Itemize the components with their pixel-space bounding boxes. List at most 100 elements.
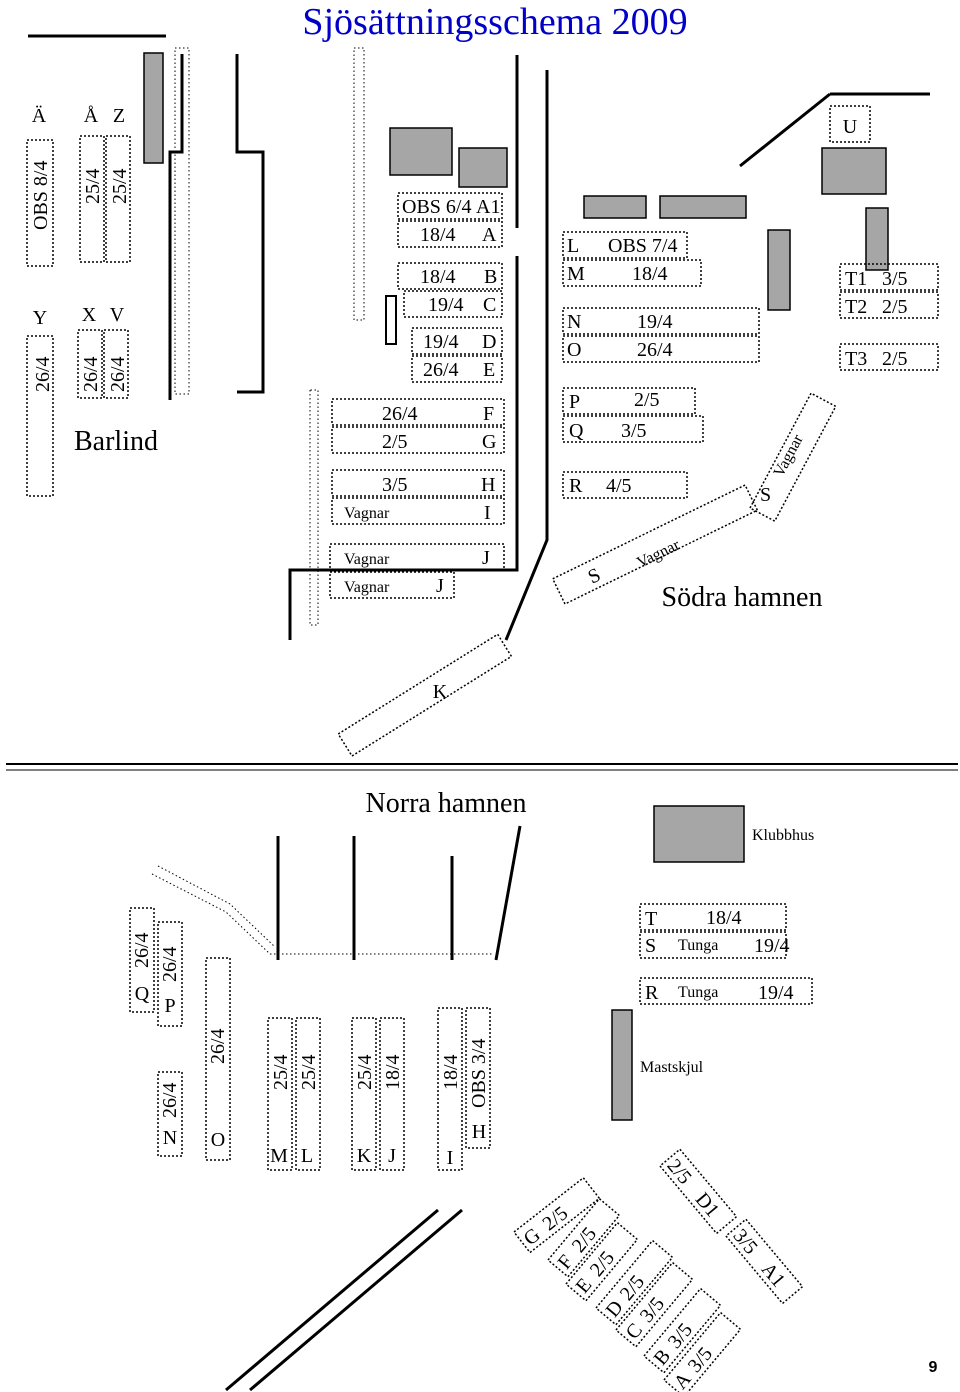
berth-s2-date: Vagnar	[771, 431, 808, 480]
nberth-c-label: C	[622, 1319, 647, 1343]
berth-y-label: Y	[33, 307, 47, 329]
nberth-n[interactable]	[157, 1071, 183, 1157]
berth-k-label: K	[433, 681, 448, 703]
berth-t1-label: T1	[845, 268, 867, 290]
nberth-c-date: 3/5	[636, 1293, 669, 1327]
nberth-d1[interactable]: 2/5 D1	[658, 1148, 738, 1235]
berth-h-label: H	[481, 474, 495, 496]
grey-block-l2	[659, 195, 747, 219]
grey-block-f	[458, 147, 508, 188]
berth-n[interactable]	[562, 307, 760, 335]
berth-r[interactable]	[562, 471, 688, 499]
berth-o[interactable]	[562, 335, 760, 363]
berth-j2-date: Vagnar	[344, 579, 390, 596]
nberth-m-date: 25/4	[270, 1054, 292, 1090]
berth-j2-label: J	[436, 575, 444, 597]
berth-z[interactable]	[105, 135, 131, 263]
nberth-a1-date: 3/5	[729, 1225, 762, 1259]
nberth-r-date: 19/4	[758, 982, 794, 1004]
nberth-a1-label: A1	[757, 1259, 790, 1292]
berth-ae-label: Ä	[32, 104, 47, 127]
berth-h[interactable]	[331, 469, 505, 497]
berth-a[interactable]	[397, 220, 503, 248]
berth-p[interactable]	[562, 387, 696, 415]
berth-aa-date: 25/4	[82, 168, 104, 204]
barlind-inner-wall	[168, 54, 184, 400]
nberth-l-date: 25/4	[298, 1054, 320, 1090]
nberth-d-label: D	[602, 1296, 628, 1321]
berth-q-label: Q	[569, 420, 584, 442]
berth-m[interactable]	[562, 259, 702, 287]
nberth-m-label: M	[270, 1145, 288, 1167]
berth-s2-diagonal[interactable]	[748, 392, 837, 523]
berth-b[interactable]	[397, 262, 503, 290]
nberth-h[interactable]	[465, 1007, 491, 1149]
berth-f-label: F	[483, 403, 494, 425]
berth-x[interactable]	[77, 329, 103, 399]
berth-ae-date: OBS 8/4	[30, 161, 52, 230]
berth-z-label: Z	[113, 105, 125, 127]
nberth-k[interactable]	[351, 1017, 377, 1171]
berth-t1[interactable]	[839, 263, 939, 291]
berth-j-label: J	[482, 547, 490, 569]
dotted-pier-1	[353, 47, 365, 321]
berth-k-diagonal[interactable]	[337, 633, 513, 758]
nberth-t[interactable]	[639, 903, 787, 931]
nberth-i-label: I	[447, 1147, 454, 1169]
nberth-l[interactable]	[295, 1017, 321, 1171]
berth-v-date: 26/4	[107, 356, 129, 392]
nberth-d1-label: D1	[691, 1189, 724, 1222]
berth-g[interactable]	[331, 426, 505, 454]
berth-c-label: C	[483, 294, 496, 316]
berth-a-date: 18/4	[420, 224, 456, 246]
berth-e[interactable]	[411, 355, 503, 383]
nberth-o-label: O	[211, 1129, 225, 1151]
nberth-a-label: A	[670, 1368, 696, 1392]
nberth-s-date: 19/4	[754, 935, 790, 957]
nberth-n-label: N	[163, 1127, 177, 1149]
nberth-m[interactable]	[267, 1017, 293, 1171]
norra-pier-4	[494, 825, 522, 961]
berth-e-date: 26/4	[423, 359, 459, 381]
berth-b-label: B	[484, 266, 497, 288]
berth-f[interactable]	[331, 398, 505, 426]
berth-t2[interactable]	[839, 291, 939, 319]
berth-l[interactable]	[562, 231, 688, 259]
berth-a1[interactable]	[397, 192, 503, 220]
berth-y[interactable]	[26, 335, 54, 497]
nberth-k-label: K	[357, 1145, 372, 1167]
berth-ae[interactable]	[26, 139, 54, 267]
berth-q[interactable]	[562, 415, 704, 443]
nberth-q[interactable]	[129, 907, 155, 1013]
nberth-k-date: 25/4	[354, 1054, 376, 1090]
nberth-s[interactable]	[639, 931, 787, 959]
nberth-p[interactable]	[157, 921, 183, 1027]
grey-block-left	[143, 52, 164, 164]
berth-s-label: S	[585, 564, 605, 589]
berth-t2-label: T2	[845, 296, 867, 318]
berth-d[interactable]	[411, 327, 503, 355]
nberth-d1-date: 2/5	[663, 1155, 696, 1189]
nberth-n-date: 26/4	[159, 1082, 181, 1118]
berth-v[interactable]	[103, 329, 129, 399]
nberth-o-date: 26/4	[207, 1028, 229, 1064]
berth-c[interactable]	[403, 290, 503, 318]
berth-o-label: O	[567, 339, 581, 361]
nberth-a1[interactable]: 3/5 A1	[724, 1218, 804, 1305]
berth-s2-label: S	[760, 484, 771, 506]
berth-aa[interactable]	[79, 135, 105, 263]
berth-i[interactable]	[331, 497, 505, 525]
nberth-i[interactable]	[437, 1007, 463, 1171]
nberth-r[interactable]	[639, 977, 813, 1005]
berth-t3[interactable]	[839, 343, 939, 371]
nberth-h-date: OBS 3/4	[468, 1039, 490, 1108]
berth-o-date: 26/4	[637, 339, 673, 361]
nberth-j[interactable]	[379, 1017, 405, 1171]
nberth-t-label: T	[645, 908, 657, 930]
berth-u[interactable]	[829, 105, 871, 143]
nberth-o[interactable]	[205, 957, 231, 1161]
berth-j2[interactable]	[329, 571, 455, 599]
klubbhus-label: Klubbhus	[752, 827, 814, 844]
berth-c-date: 19/4	[428, 294, 464, 316]
nberth-s-label: S	[645, 935, 656, 957]
